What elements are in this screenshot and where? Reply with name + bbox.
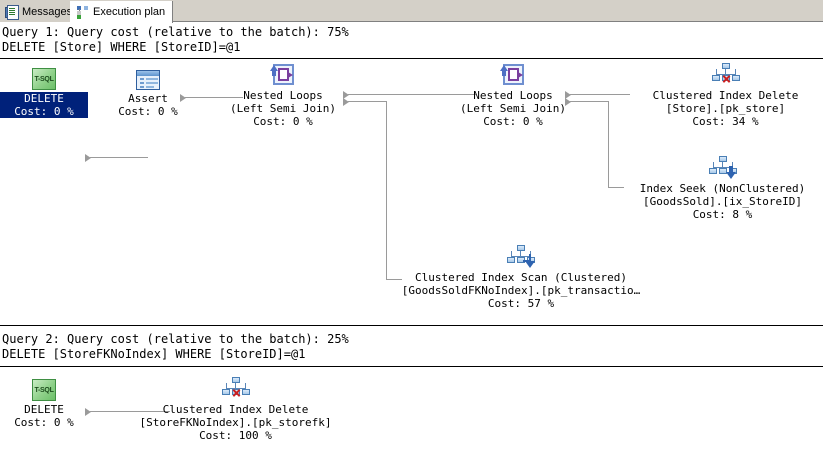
connector-cid-to-delete-q2 xyxy=(90,411,170,412)
plan-node-assert-cost: Cost: 0 % xyxy=(118,105,178,118)
plan-node-clustered-index-delete[interactable]: Clustered Index Delete [Store].[pk_store… xyxy=(628,61,823,128)
connector-loops1-inner-h xyxy=(348,101,386,102)
plan-node-nested-loops-1-cost: Cost: 0 % xyxy=(253,115,313,128)
plan-node-index-seek-object: [GoodsSold].[ix_StoreID] xyxy=(643,195,802,208)
query-2-top-divider xyxy=(0,325,823,326)
query-2-plan-canvas: T-SQL DELETE Cost: 0 % Clustered Index D… xyxy=(0,367,823,470)
plan-node-index-seek-cost: Cost: 8 % xyxy=(692,208,753,221)
plan-node-delete[interactable]: T-SQL DELETE Cost: 0 % xyxy=(0,64,88,118)
plan-node-delete-cost: Cost: 0 % xyxy=(0,105,88,118)
connector-loops1-outer xyxy=(348,94,476,95)
clustered-index-scan-icon xyxy=(397,243,645,269)
plan-node-nested-loops-1-name: Nested Loops xyxy=(243,89,323,102)
plan-node-clustered-index-delete-q2-name: Clustered Index Delete xyxy=(162,403,309,416)
clustered-index-delete-icon xyxy=(128,375,343,401)
plan-node-clustered-index-scan-name: Clustered Index Scan (Clustered) xyxy=(415,271,627,284)
query-1-divider xyxy=(0,58,823,59)
tab-messages-label: Messages xyxy=(22,5,73,18)
connector-loops2-outer xyxy=(570,94,630,95)
query-2-divider xyxy=(0,366,823,367)
nested-loops-icon xyxy=(218,61,348,87)
tsql-icon: T-SQL xyxy=(0,375,88,401)
tab-messages[interactable]: Messages xyxy=(0,1,81,22)
query-2-cost-header: Query 2: Query cost (relative to the bat… xyxy=(2,332,349,346)
plan-node-nested-loops-2-detail: (Left Semi Join) xyxy=(460,102,566,115)
clustered-index-delete-icon xyxy=(628,61,823,87)
query-2-statement: DELETE [StoreFKNoIndex] WHERE [StoreID]=… xyxy=(2,347,306,361)
plan-node-delete-q2[interactable]: T-SQL DELETE Cost: 0 % xyxy=(0,375,88,429)
query-1-statement: DELETE [Store] WHERE [StoreID]=@1 xyxy=(2,40,241,54)
plan-node-clustered-index-delete-object: [Store].[pk_store] xyxy=(665,102,786,115)
plan-node-nested-loops-2-cost: Cost: 0 % xyxy=(483,115,543,128)
connector-loops1-inner-v xyxy=(386,101,387,279)
plan-node-nested-loops-1[interactable]: Nested Loops (Left Semi Join) Cost: 0 % xyxy=(218,61,348,128)
execution-plan-icon xyxy=(76,5,89,19)
plan-node-clustered-index-scan-object: [GoodsSoldFKNoIndex].[pk_transactio… xyxy=(401,284,641,297)
plan-node-clustered-index-delete-name: Clustered Index Delete xyxy=(652,89,799,102)
plan-node-clustered-index-delete-q2[interactable]: Clustered Index Delete [StoreFKNoIndex].… xyxy=(128,375,343,442)
plan-node-clustered-index-delete-q2-cost: Cost: 100 % xyxy=(199,429,272,442)
plan-node-clustered-index-delete-q2-object: [StoreFKNoIndex].[pk_storefk] xyxy=(139,416,332,429)
connector-loops1-to-assert xyxy=(185,97,243,98)
tab-execution-plan[interactable]: Execution plan xyxy=(70,1,174,23)
plan-node-clustered-index-scan-cost: Cost: 57 % xyxy=(487,297,555,310)
plan-node-index-seek[interactable]: Index Seek (NonClustered) [GoodsSold].[i… xyxy=(622,154,823,221)
query-1-plan-canvas: T-SQL DELETE Cost: 0 % Assert Cost: 0 % xyxy=(0,59,823,324)
nested-loops-icon xyxy=(448,61,578,87)
query-1-cost-header: Query 1: Query cost (relative to the bat… xyxy=(2,25,349,39)
assert-icon xyxy=(104,64,192,90)
plan-node-clustered-index-delete-cost: Cost: 34 % xyxy=(692,115,759,128)
connector-loops2-inner-v xyxy=(608,101,609,187)
plan-node-nested-loops-2-name: Nested Loops xyxy=(473,89,553,102)
plan-node-nested-loops-2[interactable]: Nested Loops (Left Semi Join) Cost: 0 % xyxy=(448,61,578,128)
plan-node-delete-q2-name: DELETE xyxy=(24,403,64,416)
connector-assert-to-delete xyxy=(90,157,148,158)
tsql-icon: T-SQL xyxy=(0,64,88,90)
connector-loops2-to-seek xyxy=(608,187,624,188)
plan-node-index-seek-name: Index Seek (NonClustered) xyxy=(639,182,806,195)
plan-node-delete-name: DELETE xyxy=(0,92,88,105)
connector-loops2-inner-h xyxy=(570,101,608,102)
plan-node-assert[interactable]: Assert Cost: 0 % xyxy=(104,64,192,118)
connector-arrow-delete xyxy=(85,154,91,162)
plan-node-nested-loops-1-detail: (Left Semi Join) xyxy=(230,102,336,115)
index-seek-icon xyxy=(622,154,823,180)
results-tab-strip: Messages Execution plan xyxy=(0,0,823,23)
connector-loops1-to-scan xyxy=(386,279,402,280)
tab-execution-plan-label: Execution plan xyxy=(93,6,166,18)
plan-node-clustered-index-scan[interactable]: Clustered Index Scan (Clustered) [GoodsS… xyxy=(397,243,645,310)
plan-node-delete-q2-cost: Cost: 0 % xyxy=(14,416,74,429)
messages-icon xyxy=(5,5,19,20)
plan-node-assert-name: Assert xyxy=(128,92,168,105)
